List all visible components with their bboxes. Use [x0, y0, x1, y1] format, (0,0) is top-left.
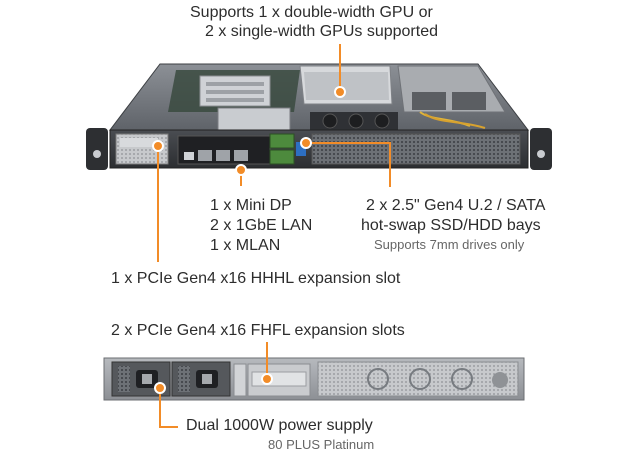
psu-callout-label: Dual 1000W power supply: [186, 417, 373, 434]
storage-callout-line2: hot-swap SSD/HDD bays: [361, 217, 541, 234]
server-rear-image: [103, 357, 525, 401]
io-callout-line2: 2 x 1GbE LAN: [210, 217, 313, 234]
gpu-callout-line1: Supports 1 x double-width GPU or: [190, 4, 433, 21]
storage-callout-line1: 2 x 2.5" Gen4 U.2 / SATA: [366, 197, 546, 214]
callout-dots: [152, 86, 346, 394]
chassis-front-panel: [86, 128, 552, 170]
io-callout-line1: 1 x Mini DP: [210, 197, 292, 214]
gpu-callout-line2: 2 x single-width GPUs supported: [205, 23, 438, 40]
chassis-top: [108, 63, 530, 131]
io-callout-line3: 1 x MLAN: [210, 237, 281, 254]
storage-callout-note: Supports 7mm drives only: [374, 237, 525, 252]
psu-callout-note: 80 PLUS Platinum: [268, 437, 375, 452]
callout-lines: [157, 44, 391, 428]
hhhl-callout-label: 1 x PCIe Gen4 x16 HHHL expansion slot: [111, 270, 401, 287]
fhfl-callout-label: 2 x PCIe Gen4 x16 FHFL expansion slots: [111, 322, 405, 339]
